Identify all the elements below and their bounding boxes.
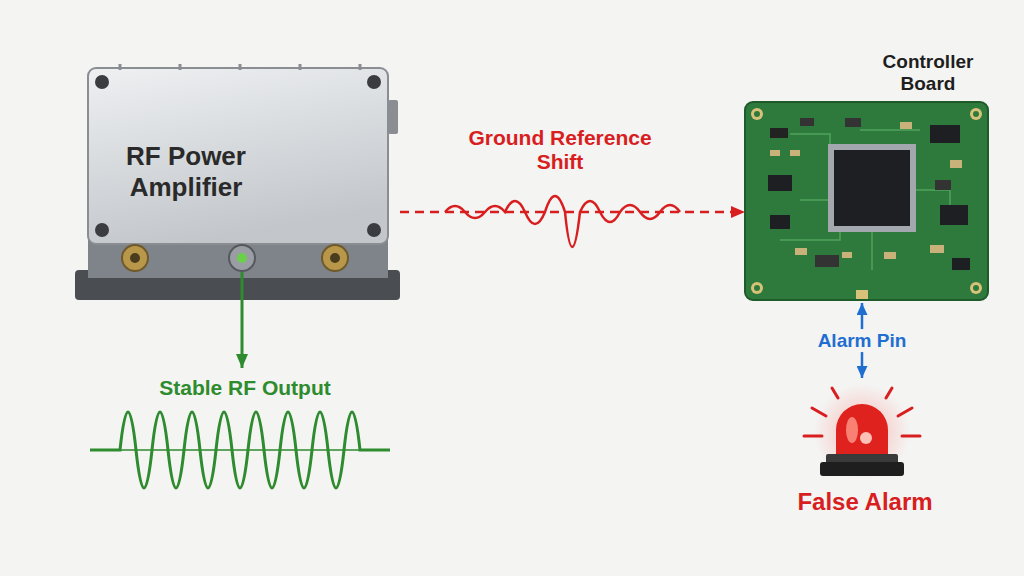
- controller-pcb: [770, 150, 780, 156]
- controller-pcb: [900, 122, 912, 129]
- amplifier-housing: [75, 64, 400, 300]
- controller-pcb: [856, 290, 868, 299]
- amplifier-housing: [388, 100, 398, 134]
- edge-label-patch: Alarm Pin: [814, 329, 911, 353]
- alarm-beacon: [814, 384, 910, 480]
- controller-pcb: [795, 248, 807, 255]
- controller-pcb: [930, 245, 944, 253]
- controller-pcb: [845, 118, 861, 127]
- edge-label-patch: Ground Reference Shift: [444, 125, 677, 175]
- device-label: RF Power Amplifier: [96, 141, 276, 203]
- rf-connector: [122, 245, 148, 271]
- controller-pcb: [745, 102, 988, 300]
- controller-pcb: [970, 108, 982, 120]
- alarm-beacon: [804, 384, 920, 480]
- alarm-label: False Alarm: [785, 488, 945, 517]
- board-heading: Controller Board: [863, 51, 993, 95]
- output-arrow: [242, 272, 243, 368]
- alarm-beacon-node: False Alarm: [785, 378, 947, 523]
- controller-pcb: [973, 111, 979, 117]
- controller-pcb: [935, 180, 951, 190]
- rf-connector: [229, 245, 255, 271]
- controller-pcb: [800, 118, 814, 126]
- amplifier-housing: [95, 223, 109, 237]
- controller-pcb: [815, 255, 839, 267]
- rf-connector: [122, 245, 348, 271]
- amplifier-housing: [367, 223, 381, 237]
- amplifier-housing: [367, 75, 381, 89]
- controller-pcb: [751, 282, 763, 294]
- noise-waveform: [445, 196, 680, 247]
- controller-pcb: [940, 205, 968, 225]
- controller-pcb: [842, 252, 852, 258]
- controller-pcb: [950, 160, 962, 168]
- controller-pcb: [952, 258, 970, 270]
- edge-label: Ground Reference Shift: [448, 126, 673, 174]
- controller-pcb: [973, 285, 979, 291]
- alarm-beacon: [820, 462, 904, 476]
- alarm-beacon: [846, 417, 858, 443]
- amplifier-housing: [119, 64, 122, 70]
- alarm-beacon: [804, 435, 822, 438]
- alarm-beacon: [886, 388, 892, 398]
- rf-waveform: [90, 412, 390, 488]
- controller-pcb: [751, 108, 763, 120]
- controller-pcb: [828, 144, 916, 232]
- noise-waveform: [445, 196, 680, 247]
- alarm-beacon: [836, 404, 888, 456]
- controller-pcb: [884, 252, 896, 259]
- rf-connector: [130, 253, 140, 263]
- controller-pcb: [770, 215, 790, 229]
- amplifier-housing: [95, 75, 109, 89]
- controller-pcb: [930, 125, 960, 143]
- controller-pcb: [745, 102, 988, 300]
- ground-shift-connector: [400, 211, 745, 214]
- controller-pcb: [754, 285, 760, 291]
- amplifier-housing: [88, 68, 388, 244]
- alarm-beacon: [860, 432, 872, 444]
- controller-pcb: [780, 130, 950, 270]
- amplifier-housing: [299, 64, 302, 70]
- amplifier-housing: [359, 64, 362, 70]
- rf-connector: [330, 253, 340, 263]
- rf-connector: [237, 253, 247, 263]
- amplifier-housing: [179, 64, 182, 70]
- controller-pcb: [970, 282, 982, 294]
- edge-label: Alarm Pin: [818, 330, 907, 352]
- controller-pcb: [754, 111, 760, 117]
- controller-pcb: [834, 150, 910, 226]
- signal-label: Stable RF Output: [159, 376, 331, 400]
- controller-pcb: [770, 128, 788, 138]
- alarm-beacon: [832, 388, 838, 398]
- controller-pcb: [768, 175, 792, 191]
- rf-waveform: [90, 412, 390, 488]
- controller-pcb: [790, 150, 800, 156]
- amplifier-node: RF Power Amplifier: [75, 62, 400, 302]
- alarm-beacon: [902, 435, 920, 438]
- amplifier-housing: [239, 64, 242, 70]
- alarm-beacon: [898, 408, 912, 416]
- output-arrow: [241, 272, 244, 368]
- controller-board-node: Controller Board: [745, 45, 995, 303]
- alarm-beacon: [812, 408, 826, 416]
- rf-connector: [322, 245, 348, 271]
- label-patch: Stable RF Output: [155, 375, 335, 401]
